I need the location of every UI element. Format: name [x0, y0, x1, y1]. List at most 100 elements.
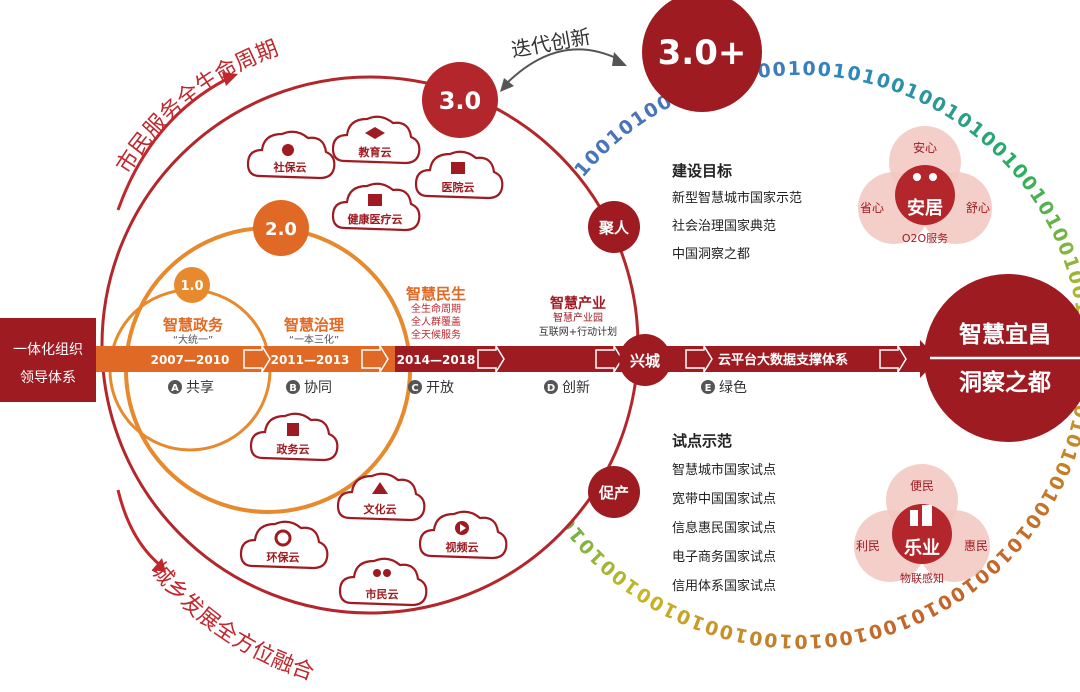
- arc-arrow-top: [116, 78, 226, 211]
- phase-c-sub1: 全生命周期: [411, 302, 461, 315]
- svg-text:C: C: [411, 383, 418, 394]
- pilot-item-3: 信息惠民国家试点: [672, 520, 776, 536]
- version-2-0-badge: [253, 200, 309, 256]
- node-juren-label: 聚人: [598, 219, 630, 237]
- version-3-0-badge: [422, 62, 498, 138]
- node-xingcheng: [619, 334, 671, 386]
- node-xingcheng-label: 兴城: [630, 352, 660, 370]
- chevron-5: [685, 343, 713, 375]
- leye-right: 惠民: [964, 539, 988, 553]
- version-3-0-text: 3.0: [439, 87, 482, 115]
- version-1-0-badge: [174, 267, 210, 303]
- left-box-line2: 领导体系: [20, 370, 76, 386]
- svg-text:健康医疗云: 健康医疗云: [348, 212, 403, 226]
- goal-item-2: 社会治理国家典范: [672, 218, 776, 234]
- iterate-arrow: [504, 48, 621, 86]
- pilot-item-2: 宽带中国国家试点: [672, 491, 776, 507]
- anju-right: 舒心: [966, 201, 990, 215]
- arc-arrow-top-head: [222, 72, 238, 86]
- left-box-line1: 一体化组织: [13, 342, 83, 358]
- period-1: 2007—2010: [151, 353, 230, 367]
- phase-d-sub2: 互联网+行动计划: [539, 325, 617, 338]
- iterate-arrow-left-head: [500, 78, 514, 92]
- iterate-arrow-right-head: [612, 52, 627, 66]
- svg-text:D: D: [547, 383, 555, 394]
- svg-text:社保云: 社保云: [273, 160, 307, 174]
- phase-a-sub: “大统一”: [173, 333, 213, 346]
- support-system-label: 云平台大数据支撑体系: [718, 352, 848, 368]
- svg-text:协同: 协同: [304, 380, 332, 396]
- svg-text:市民云: 市民云: [366, 587, 399, 601]
- milestone-b: B 协同: [286, 380, 332, 396]
- cloud-yiyuan: 医院云: [414, 150, 504, 200]
- cloud-shimin: 市民云: [338, 557, 428, 607]
- final-line1: 智慧宜昌: [959, 321, 1051, 348]
- anju-center: 安居: [907, 197, 943, 219]
- version-3-0-plus-badge: [642, 0, 762, 112]
- goals-title: 建设目标: [672, 162, 732, 180]
- milestone-e: E 绿色: [701, 379, 747, 396]
- left-box: [0, 318, 96, 402]
- arc-arrow-bottom: [116, 489, 161, 567]
- node-cuchan-label: 促产: [598, 484, 629, 502]
- period-3: 2014—2018: [397, 353, 476, 367]
- anju-left: 省心: [860, 201, 884, 215]
- phase-b-title: 智慧治理: [284, 316, 344, 334]
- chevron-1: [243, 343, 271, 375]
- cloud-shipin: 视频云: [418, 510, 508, 560]
- cloud-jiaoyu: 教育云: [331, 115, 421, 165]
- phase-c-title: 智慧民生: [406, 285, 466, 303]
- node-juren: [588, 201, 640, 253]
- svg-text:绿色: 绿色: [719, 379, 747, 396]
- chevron-2: [361, 343, 389, 375]
- pilots-title: 试点示范: [672, 432, 732, 450]
- svg-text:E: E: [705, 383, 712, 394]
- phase-d-title: 智慧产业: [549, 295, 606, 312]
- leye-top: 便民: [910, 479, 934, 493]
- svg-text:共享: 共享: [186, 379, 214, 396]
- milestone-c: C 开放: [408, 380, 454, 396]
- phase-d-sub1: 智慧产业园: [553, 311, 603, 324]
- svg-text:开放: 开放: [426, 380, 454, 396]
- chevron-4: [595, 343, 623, 375]
- leye-bottom: 物联感知: [900, 571, 944, 585]
- pilot-item-4: 电子商务国家试点: [672, 549, 776, 565]
- version-1-0-text: 1.0: [180, 279, 203, 294]
- anju-cluster: 安心 省心 舒心 安居 O2O服务: [858, 126, 992, 245]
- svg-text:教育云: 教育云: [358, 145, 392, 159]
- anju-bottom: O2O服务: [902, 232, 948, 245]
- anju-top: 安心: [913, 140, 937, 155]
- arc-arrow-bottom-head: [152, 558, 166, 572]
- period-2: 2011—2013: [271, 353, 350, 367]
- svg-text:创新: 创新: [562, 380, 590, 396]
- goal-item-3: 中国洞察之都: [672, 247, 750, 262]
- leye-center: 乐业: [904, 538, 940, 559]
- pilot-item-1: 智慧城市国家试点: [672, 462, 776, 478]
- svg-text:环保云: 环保云: [267, 550, 300, 564]
- svg-text:视频云: 视频云: [446, 540, 479, 554]
- svg-text:B: B: [289, 383, 297, 394]
- cloud-wenhua: 文化云: [336, 472, 426, 522]
- version-2-0-text: 2.0: [265, 219, 297, 240]
- phase-c-sub2: 全人群覆盖: [411, 315, 461, 328]
- chevron-6: [879, 343, 907, 375]
- iterate-label: 迭代创新: [509, 24, 592, 62]
- svg-text:医院云: 医院云: [442, 180, 475, 194]
- pilot-item-5: 信用体系国家试点: [672, 578, 776, 594]
- svg-text:政务云: 政务云: [277, 442, 310, 456]
- cloud-shebao: 社保云: [246, 130, 336, 180]
- milestone-a: A 共享: [168, 379, 214, 396]
- cloud-jiankang: 健康医疗云: [331, 182, 421, 232]
- phase-a-title: 智慧政务: [163, 316, 224, 334]
- cloud-huanbao: 环保云: [239, 520, 329, 570]
- version-3-0-plus-text: 3.0+: [658, 33, 747, 73]
- node-cuchan: [588, 466, 640, 518]
- final-line2: 洞察之都: [959, 369, 1051, 396]
- leye-cluster: 便民 利民 惠民 乐业 物联感知: [854, 464, 990, 585]
- leye-left: 利民: [856, 539, 880, 553]
- svg-text:文化云: 文化云: [364, 502, 397, 516]
- chevron-3: [477, 343, 505, 375]
- phase-c-sub3: 全天候服务: [411, 328, 461, 341]
